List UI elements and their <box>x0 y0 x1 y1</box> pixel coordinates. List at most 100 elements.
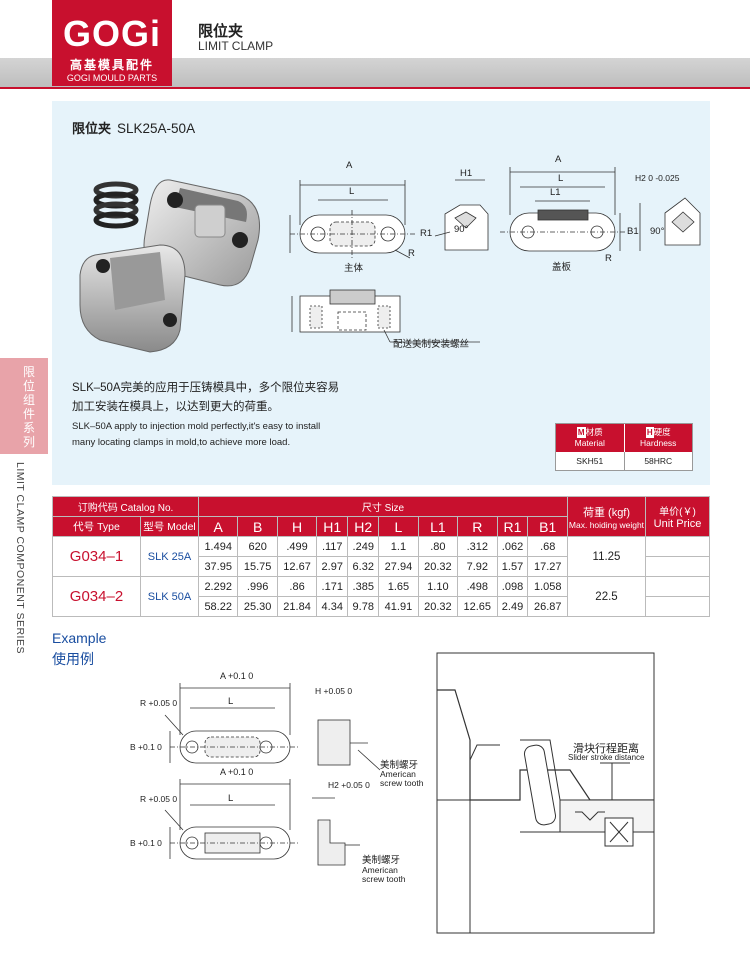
model-header: 型号 Model <box>140 516 199 537</box>
hardness-header: H硬度 Hardness <box>623 424 693 452</box>
material-label-cn: 材质 <box>585 427 603 437</box>
page-title-en: LIMIT CLAMP <box>198 39 274 53</box>
dim-L-cover: L <box>558 173 564 184</box>
logo-cn: 高基模具配件 <box>69 58 154 72</box>
cell-inch: .80 <box>417 536 459 557</box>
ex-dim-B: B +0.1 0 <box>130 742 162 752</box>
cell-inch: 620 <box>237 536 278 557</box>
col-header: H1 <box>316 516 349 537</box>
cell-mm: 4.34 <box>316 596 349 617</box>
catalog-code: G034–2 <box>52 576 141 617</box>
col-header: B <box>237 516 278 537</box>
cell-inch: .312 <box>457 536 498 557</box>
cell-inch: 1.10 <box>417 576 459 597</box>
ex-screw-cn-1: 美制螺牙 <box>380 760 419 771</box>
cell-mm: 2.97 <box>316 556 349 577</box>
price-header-en: Unit Price <box>653 518 702 530</box>
dim-angle: 90° <box>454 224 469 235</box>
dim-R-cover: R <box>605 253 612 264</box>
cell-mm: 20.32 <box>417 556 459 577</box>
model-name: SLK 25A <box>140 536 199 577</box>
cell-mm: 6.32 <box>347 556 380 577</box>
dim-H1: H1 <box>460 168 473 179</box>
price-cell <box>645 556 710 577</box>
dim-H2: H2 0 -0.025 <box>635 173 680 183</box>
ex-dim-H2: H2 +0.05 0 <box>328 780 370 790</box>
ex-dim-R: R +0.05 0 <box>140 698 178 708</box>
dim-R1: R1 <box>420 228 433 239</box>
ex-screw-en-2b: screw tooth <box>362 874 406 884</box>
cell-inch: .385 <box>347 576 380 597</box>
size-header: 尺寸 Size <box>198 496 568 517</box>
side-tab <box>0 358 48 454</box>
brand-logo: GOGi 高基模具配件 GOGI MOULD PARTS <box>52 0 172 86</box>
hardness-label-en: Hardness <box>640 438 677 448</box>
label-main-body: 主体 <box>344 263 364 274</box>
cell-inch: .498 <box>457 576 498 597</box>
cell-inch: .117 <box>316 536 349 557</box>
cell-mm: 12.67 <box>276 556 318 577</box>
spring-image <box>93 181 139 229</box>
material-label-en: Material <box>574 438 605 448</box>
description-en: SLK–50A apply to injection mold perfectl… <box>72 419 402 451</box>
table-row: G034–2 SLK 50A 2.292 .996 .86 .171 .385 … <box>52 576 710 617</box>
side-tab-en: LIMIT CLAMP COMPONENT SERIES <box>14 462 26 654</box>
price-header: 单价(￥) Unit Price <box>645 496 710 537</box>
dim-B1: B1 <box>627 226 639 237</box>
cell-inch: 1.65 <box>378 576 419 597</box>
cell-inch: 1.058 <box>527 576 568 597</box>
col-header: L <box>378 516 419 537</box>
cell-mm: 26.87 <box>527 596 568 617</box>
col-header: R <box>457 516 498 537</box>
table-row: G034–1 SLK 25A 1.494 620 .499 .117 .249 … <box>52 536 710 577</box>
example-drawing-top <box>164 683 381 771</box>
product-model: SLK25A-50A <box>117 121 196 136</box>
mold-section-drawing <box>436 652 655 934</box>
catalog-code: G034–1 <box>52 536 141 577</box>
dim-A-cover: A <box>555 154 562 165</box>
cell-mm: 17.27 <box>527 556 568 577</box>
cell-mm: 41.91 <box>378 596 419 617</box>
ex-dim-L-2: L <box>228 793 234 804</box>
front-view-drawing <box>291 289 480 343</box>
cell-mm: 9.78 <box>347 596 380 617</box>
load-header: 荷重 (kgf) Max. hoiding weight <box>567 496 646 537</box>
load-value: 11.25 <box>567 536 646 577</box>
description-en-line1: SLK–50A apply to injection mold perfectl… <box>72 421 321 432</box>
cell-mm: 7.92 <box>457 556 498 577</box>
hardness-badge: H <box>645 427 654 438</box>
material-badge: M <box>576 427 586 438</box>
col-header: A <box>197 516 239 537</box>
cell-inch: .171 <box>316 576 349 597</box>
dim-L1: L1 <box>550 187 561 198</box>
ex-dim-A: A +0.1 0 <box>220 671 254 681</box>
ex-screw-en-1a: American <box>380 769 416 779</box>
side-drawing <box>434 179 489 251</box>
label-cover-plate: 盖板 <box>552 262 572 273</box>
col-header: H2 <box>347 516 380 537</box>
ex-dim-R-2: R +0.05 0 <box>140 794 178 804</box>
ex-screw-en-2a: American <box>362 865 398 875</box>
price-cell <box>645 596 710 617</box>
material-box: M材质 Material H硬度 Hardness SKH51 58HRC <box>555 423 693 471</box>
load-header-en: Max. hoiding weight <box>568 519 645 530</box>
example-title-en: Example <box>52 630 107 646</box>
cell-mm: 58.22 <box>197 596 239 617</box>
example-drawing-bottom <box>164 779 360 866</box>
label-screw-note: 配送美制安装螺丝 <box>393 339 470 350</box>
description-en-line2: many locating clamps in mold,to achieve … <box>72 437 291 448</box>
col-header: R1 <box>496 516 529 537</box>
cell-mm: 27.94 <box>378 556 419 577</box>
load-value: 22.5 <box>567 576 646 617</box>
slider-stroke-cn: 滑块行程距离 <box>573 743 639 755</box>
hardness-label-cn: 硬度 <box>653 427 671 437</box>
cover-plate-drawing <box>500 167 701 252</box>
col-header: L1 <box>417 516 459 537</box>
header-divider <box>0 87 750 89</box>
dim-A: A <box>346 160 353 171</box>
table-row: 58.22 25.30 21.84 4.34 9.78 41.91 20.32 … <box>53 596 710 617</box>
side-tab-cn: 限位组件系列 <box>22 365 35 449</box>
cell-mm: 15.75 <box>237 556 278 577</box>
col-header: H <box>276 516 318 537</box>
